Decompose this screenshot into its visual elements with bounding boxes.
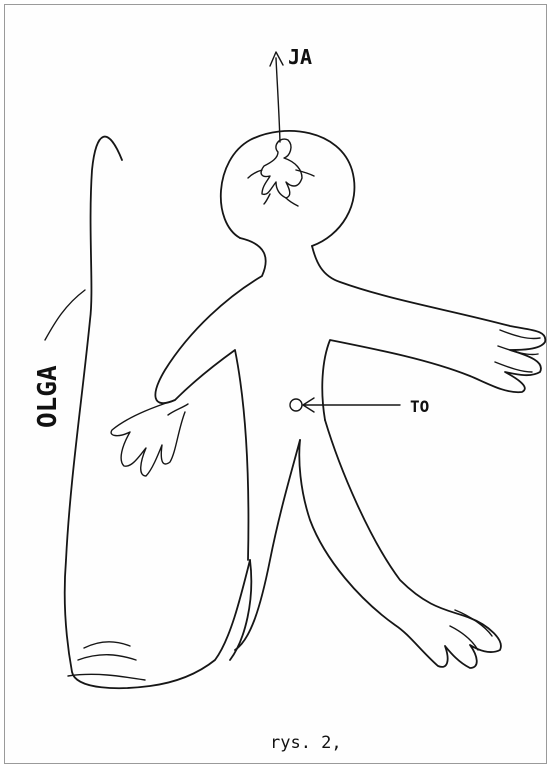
self-label: JA: [288, 45, 312, 69]
main-figure-right-leg: [299, 420, 501, 668]
arrow-to-other-label: [303, 398, 400, 412]
arrow-to-self-label: [270, 52, 283, 142]
main-figure-right-arm: [312, 246, 545, 420]
small-figure-limbs: [248, 170, 314, 206]
figure-caption: rys. 2,: [270, 733, 342, 753]
main-figure-head: [221, 131, 355, 246]
main-figure-left-hand: [111, 400, 188, 476]
main-figure-crotch: [235, 440, 300, 650]
left-tall-figure-outline: [65, 137, 250, 689]
small-inner-figure: [261, 139, 302, 198]
main-figure-right-foot-lines: [450, 610, 492, 650]
olga-pointer-line: [45, 290, 85, 340]
other-label: TO: [410, 397, 429, 416]
main-figure-right-hand-lines: [495, 330, 540, 372]
main-figure-left-body: [155, 238, 265, 560]
person-label: OLGA: [33, 365, 63, 428]
left-figure-foot-lines: [68, 642, 145, 680]
navel-circle: [290, 399, 302, 411]
